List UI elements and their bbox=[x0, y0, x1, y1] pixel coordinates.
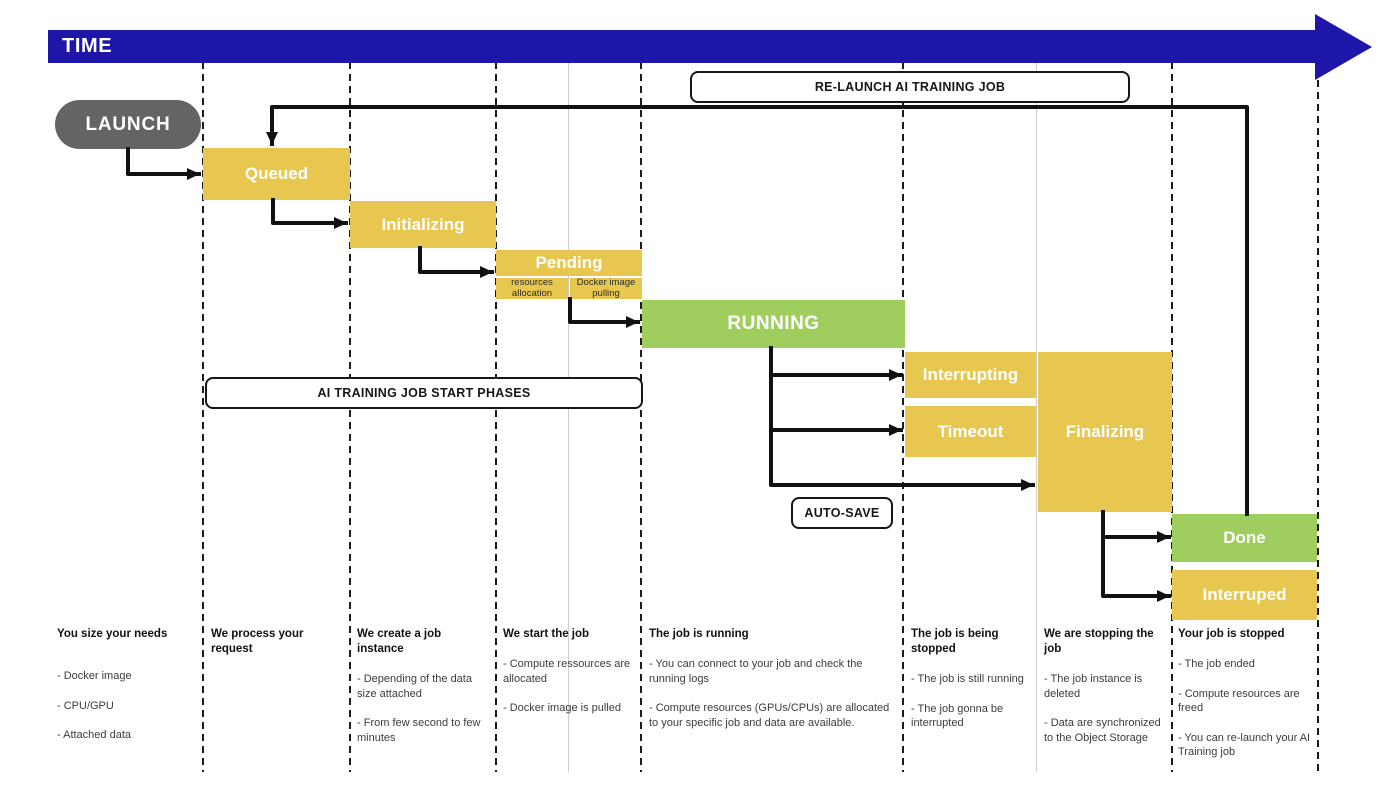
column-item: - You can connect to your job and check … bbox=[649, 657, 863, 685]
pending-resources-allocation-cell: resources allocation bbox=[496, 278, 568, 299]
column-item: - The job ended bbox=[1178, 657, 1255, 670]
column-item: - Compute resources are freed bbox=[1178, 687, 1300, 715]
phase-pending-label: Pending bbox=[496, 250, 642, 276]
phase-pending: Pending resources allocation Docker imag… bbox=[496, 250, 642, 299]
column-item: - From few second to few minutes bbox=[357, 717, 481, 744]
time-axis-label: TIME bbox=[62, 35, 113, 57]
arrow-launch-to-queued bbox=[126, 147, 201, 180]
column-divider-dashed bbox=[202, 62, 204, 772]
phase-interrupting: Interrupting bbox=[905, 352, 1036, 398]
column-you-size-your-needs: You size your needs - Docker image - CPU… bbox=[57, 627, 195, 758]
column-title: We create a job instance bbox=[357, 628, 442, 655]
column-title: The job is running bbox=[649, 628, 749, 640]
column-item: - Docker image is pulled bbox=[503, 702, 621, 715]
phase-finalizing: Finalizing bbox=[1038, 352, 1172, 512]
arrow-finalizing-to-interruped bbox=[1101, 510, 1171, 602]
column-the-job-is-running: The job is running - You can connect to … bbox=[649, 627, 894, 745]
pending-docker-image-pulling-cell: Docker image pulling bbox=[570, 278, 642, 299]
phase-timeout: Timeout bbox=[905, 406, 1036, 457]
column-we-start-the-job: We start the job - Compute ressources ar… bbox=[503, 627, 636, 731]
arrow-initializing-to-pending bbox=[418, 246, 494, 278]
column-item: - Data are synchronized to the Object St… bbox=[1044, 717, 1161, 744]
column-item: - Attached data bbox=[57, 729, 131, 742]
phase-done: Done bbox=[1172, 514, 1317, 562]
column-your-job-is-stopped: Your job is stopped - The job ended - Co… bbox=[1178, 627, 1312, 775]
launch-pill: LAUNCH bbox=[55, 100, 201, 149]
start-phases-callout: AI TRAINING JOB START PHASES bbox=[205, 377, 643, 409]
column-we-process-your-request: We process your request bbox=[211, 627, 343, 672]
column-item: - Depending of the data size attached bbox=[357, 672, 472, 700]
column-item: - You can re-launch your AI Training job bbox=[1178, 731, 1311, 759]
column-divider-dashed bbox=[902, 62, 904, 772]
column-item: - The job is still running bbox=[911, 672, 1024, 685]
phase-pending-subrow: resources allocation Docker image pullin… bbox=[496, 278, 642, 299]
phase-running: RUNNING bbox=[642, 300, 905, 348]
column-item: - Compute ressources are allocated bbox=[503, 657, 631, 685]
column-title: We process your request bbox=[211, 628, 304, 655]
column-item: - Compute resources (GPUs/CPUs) are allo… bbox=[649, 702, 890, 729]
column-item: - The job gonna be interrupted bbox=[911, 702, 1004, 730]
column-item: - The job instance is deleted bbox=[1044, 672, 1143, 700]
column-title: The job is being stopped bbox=[911, 628, 999, 655]
column-title: Your job is stopped bbox=[1178, 628, 1285, 640]
column-divider-dashed bbox=[1317, 80, 1319, 772]
phase-queued: Queued bbox=[203, 148, 350, 200]
column-title: We start the job bbox=[503, 628, 590, 640]
column-divider-gray bbox=[1036, 62, 1037, 772]
autosave-callout: AUTO-SAVE bbox=[791, 497, 893, 529]
arrow-queued-to-initializing bbox=[271, 198, 348, 229]
column-title: You size your needs bbox=[57, 628, 168, 640]
column-divider-dashed bbox=[640, 62, 642, 772]
column-we-are-stopping-the-job: We are stopping the job - The job instan… bbox=[1044, 627, 1166, 760]
time-axis-arrowhead-icon bbox=[1315, 14, 1372, 80]
phase-interruped: Interruped bbox=[1172, 570, 1317, 620]
relaunch-callout: RE-LAUNCH AI TRAINING JOB bbox=[690, 71, 1130, 103]
phase-initializing: Initializing bbox=[350, 201, 496, 248]
column-item: - CPU/GPU bbox=[57, 699, 114, 712]
column-item: - Docker image bbox=[57, 669, 132, 682]
column-we-create-a-job-instance: We create a job instance - Depending of … bbox=[357, 627, 490, 760]
column-divider-dashed bbox=[495, 62, 497, 772]
column-the-job-is-being-stopped: The job is being stopped - The job is st… bbox=[911, 627, 1031, 746]
time-axis-bar: TIME bbox=[48, 30, 1315, 63]
column-title: We are stopping the job bbox=[1044, 628, 1154, 655]
arrow-pending-to-running bbox=[568, 297, 640, 328]
